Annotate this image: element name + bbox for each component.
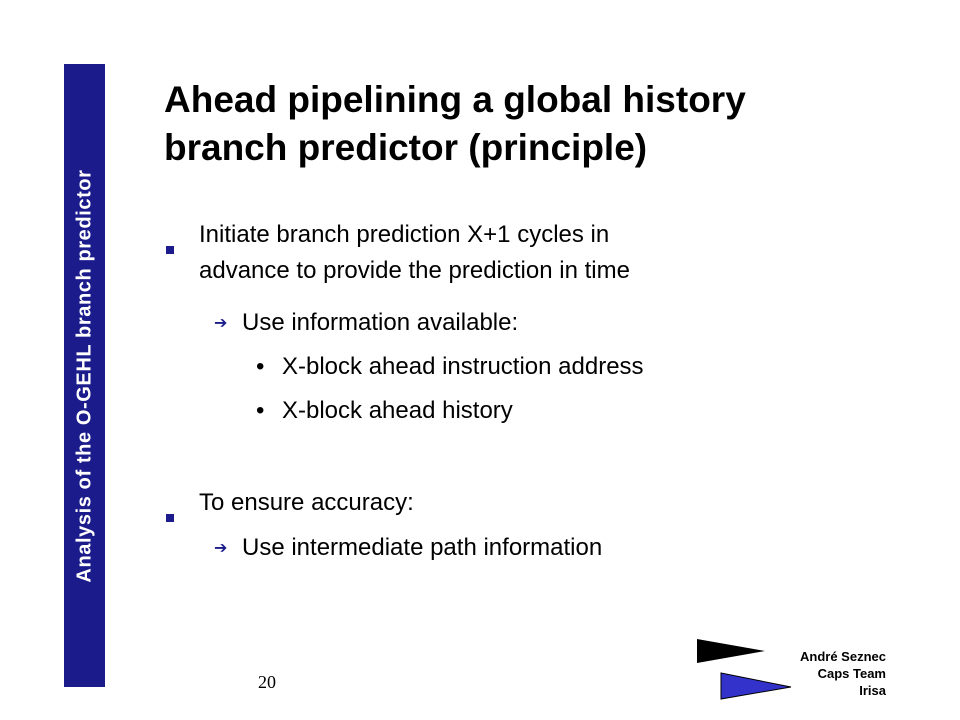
dot-bullet-icon: • <box>256 397 265 424</box>
slide-title-line-1: Ahead pipelining a global history <box>164 79 746 120</box>
author-institution: Irisa <box>859 683 886 698</box>
arrow-bullet-icon: ➔ <box>214 315 228 332</box>
logo-black-pennant <box>697 639 765 663</box>
slide-title-line-2: branch predictor (principle) <box>164 127 648 168</box>
irisa-logo-icon <box>697 639 792 700</box>
bullet-text-line: Initiate branch prediction X+1 cycles in <box>199 221 610 248</box>
bullet-text: To ensure accuracy: <box>199 489 414 516</box>
bullet-text: Use information available: <box>242 309 519 336</box>
square-bullet-icon <box>166 498 174 532</box>
author-team: Caps Team <box>817 666 886 681</box>
sidebar-band: Analysis of the O-GEHL branch predictor <box>64 64 105 687</box>
author-block: André Seznec Caps Team Irisa <box>800 648 886 699</box>
sidebar-title: Analysis of the O-GEHL branch predictor <box>73 168 95 583</box>
arrow-bullet-icon: ➔ <box>214 540 228 557</box>
author-name: André Seznec <box>800 649 886 664</box>
dot-bullet-icon: • <box>256 353 265 380</box>
bullet-text: X-block ahead history <box>282 397 513 424</box>
bullet-text-line: advance to provide the prediction in tim… <box>199 257 630 284</box>
page-number: 20 <box>258 672 276 692</box>
logo-blue-pennant <box>720 672 792 700</box>
bullet-text: X-block ahead instruction address <box>282 353 644 380</box>
square-bullet-icon <box>166 230 174 264</box>
bullet-text: Use intermediate path information <box>242 534 603 561</box>
slide-title: Ahead pipelining a global history branch… <box>164 76 884 172</box>
